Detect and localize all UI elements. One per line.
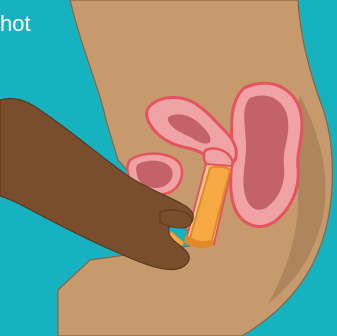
menstrual-cup-illustration: hot xyxy=(0,0,337,336)
anatomy-diagram xyxy=(0,0,337,336)
